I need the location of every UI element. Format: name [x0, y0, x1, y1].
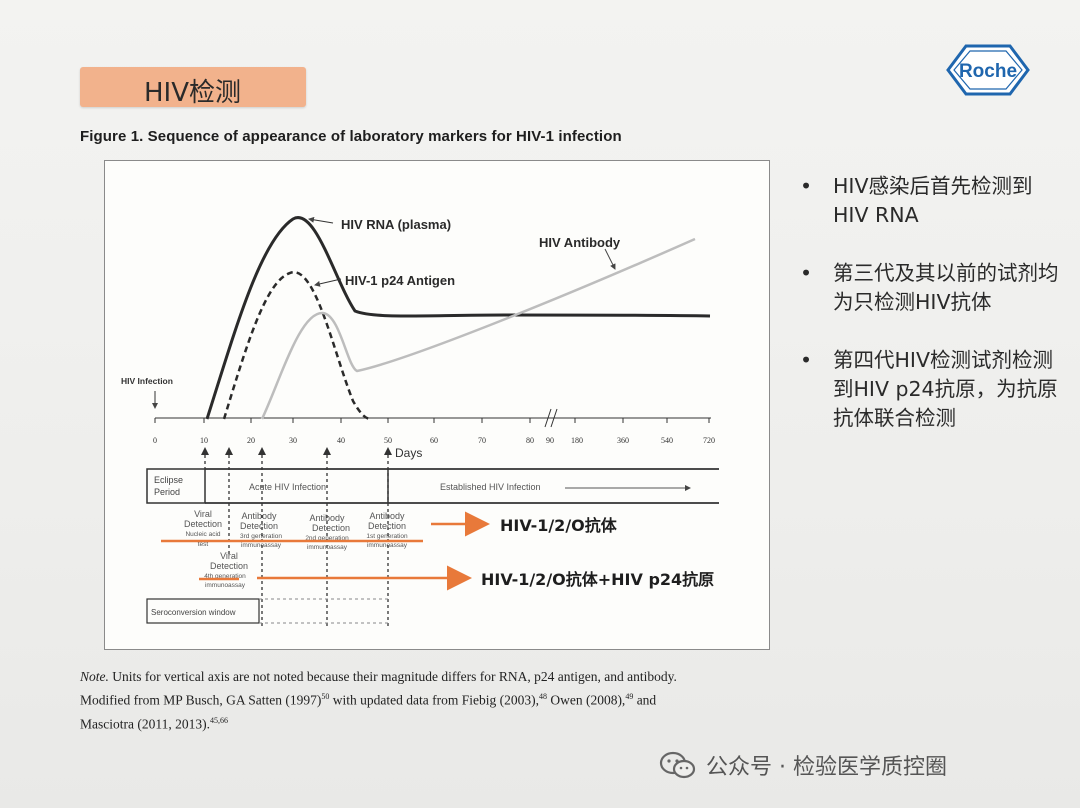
seroconversion-label: Seroconversion window	[151, 608, 236, 617]
ab1-detection-l3: 1st generation	[366, 533, 408, 540]
note-ref: 45,66	[209, 715, 228, 725]
note-line1: Units for vertical axis are not noted be…	[108, 669, 677, 684]
hiv-infection-label: HIV Infection	[121, 376, 173, 386]
bullet-list: • HIV感染后首先检测到HIV RNA • 第三代及其以前的试剂均为只检测HI…	[800, 172, 1060, 462]
x-tick: 40	[337, 436, 345, 445]
x-tick: 50	[384, 436, 392, 445]
ab2-detection-l4: immunoassay	[307, 544, 348, 551]
roche-logo: Roche	[946, 44, 1030, 96]
annotation-antibody: HIV-1/2/O抗体	[500, 516, 618, 535]
bullet-text: HIV感染后首先检测到HIV RNA	[833, 174, 1033, 227]
established-infection-label: Established HIV Infection	[440, 482, 541, 492]
bullet-item: • 第四代HIV检测试剂检测到HIV p24抗原，为抗原抗体联合检测	[800, 346, 1060, 433]
note-ref: 49	[625, 692, 634, 701]
note-line3: Masciotra (2011, 2013).	[80, 716, 210, 731]
note-ref: 48	[538, 692, 547, 701]
p24-antigen-curve	[222, 271, 372, 421]
hiv-rna-curve	[205, 216, 711, 420]
logo-text: Roche	[959, 61, 1017, 82]
note-line2d: and	[633, 692, 657, 708]
x-tick: 360	[617, 436, 629, 445]
ab3-detection-l2: Detection	[240, 521, 278, 531]
note-ref: 50	[321, 692, 330, 701]
v4-detection-l4: immunoassay	[205, 582, 246, 589]
watermark-text: 公众号 · 检验医学质控圈	[706, 755, 947, 780]
bullet-text: 第三代及其以前的试剂均为只检测HIV抗体	[833, 261, 1059, 314]
x-tick: 180	[571, 436, 583, 445]
antibody-curve	[260, 237, 696, 420]
marker-sequence-diagram: 0 10 20 30 40 50 60 70 80 90 180 360 540…	[121, 216, 719, 626]
eclipse-label-1: Eclipse	[154, 475, 183, 485]
x-tick: 80	[526, 436, 534, 445]
rna-curve-label: HIV RNA (plasma)	[341, 217, 451, 232]
x-tick: 30	[289, 436, 297, 445]
viral-detection-l1: Viral	[194, 509, 212, 519]
ab3-detection-l4: immunoassay	[241, 542, 282, 549]
seroconversion-box	[146, 598, 260, 624]
figure-frame: 0 10 20 30 40 50 60 70 80 90 180 360 540…	[104, 160, 770, 650]
viral-detection-l2: Detection	[184, 519, 222, 529]
v4-detection-l1: Viral	[220, 551, 238, 561]
x-tick: 70	[478, 436, 486, 445]
ab1-detection-l4: immunoassay	[367, 542, 408, 549]
acute-infection-label: Acute HIV Infection	[249, 482, 326, 492]
ab3-detection-l3: 3rd generation	[240, 533, 282, 540]
v4-detection-l2: Detection	[210, 561, 248, 571]
bullet-dot: •	[800, 261, 813, 285]
ab1-detection-l1: Antibody	[369, 511, 405, 521]
bullet-item: • HIV感染后首先检测到HIV RNA	[800, 172, 1060, 230]
ab2-detection-l3: 2nd generation	[305, 535, 349, 542]
x-tick: 540	[661, 436, 673, 445]
wechat-icon	[659, 751, 696, 779]
wechat-watermark: 公众号 · 检验医学质控圈	[658, 748, 947, 782]
viral-detection-l4: test	[198, 541, 209, 548]
figure-caption: Figure 1. Sequence of appearance of labo…	[80, 128, 622, 145]
bullet-dot: •	[800, 174, 813, 198]
note-line2: Modified from MP Busch, GA Satten (1997)	[80, 692, 322, 708]
ab2-detection-l2: Detection	[312, 523, 350, 533]
slide-title: HIV检测	[144, 78, 242, 108]
note-label: Note.	[80, 669, 109, 684]
eclipse-period-box	[146, 468, 206, 504]
x-tick: 90	[546, 436, 554, 445]
bullet-item: • 第三代及其以前的试剂均为只检测HIV抗体	[800, 259, 1060, 317]
x-tick: 720	[703, 436, 715, 445]
ab1-detection-l2: Detection	[368, 521, 406, 531]
bullet-text: 第四代HIV检测试剂检测到HIV p24抗原，为抗原抗体联合检测	[833, 348, 1058, 430]
x-axis-label: Days	[395, 446, 422, 460]
antibody-curve-label: HIV Antibody	[539, 235, 621, 250]
v4-detection-l3: 4th generation	[204, 573, 246, 580]
x-tick: 20	[247, 436, 255, 445]
slide-title-box: HIV检测	[80, 67, 306, 108]
viral-detection-l3: Nucleic acid	[185, 531, 220, 538]
bullet-dot: •	[800, 348, 813, 372]
x-tick: 10	[200, 436, 208, 445]
ab3-detection-l1: Antibody	[241, 511, 277, 521]
annotation-antibody-p24: HIV-1/2/O抗体+HIV p24抗原	[481, 570, 714, 589]
note-line2b: with updated data from Fiebig (2003),	[329, 692, 539, 708]
p24-curve-label: HIV-1 p24 Antigen	[345, 273, 455, 288]
eclipse-label-2: Period	[154, 487, 180, 497]
note-line2c: Owen (2008),	[546, 692, 626, 708]
x-tick: 0	[153, 436, 157, 445]
figure-note: Note. Units for vertical axis are not no…	[80, 667, 800, 734]
ab2-detection-l1: Antibody	[309, 513, 345, 523]
x-tick: 60	[430, 436, 438, 445]
